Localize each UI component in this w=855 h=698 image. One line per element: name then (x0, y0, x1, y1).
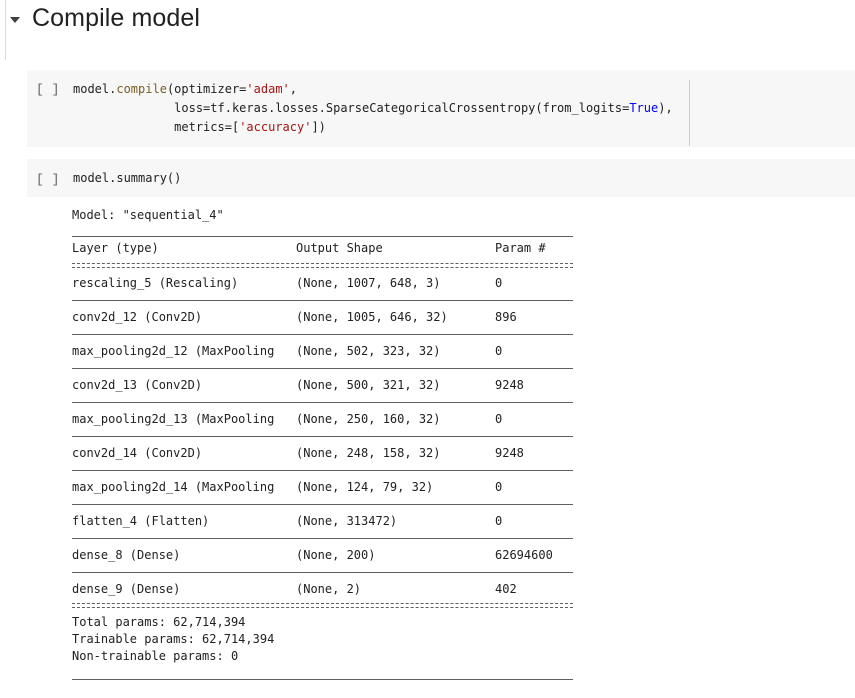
non-trainable-params: Non-trainable params: 0 (72, 649, 239, 663)
code-line: model.summary() (73, 171, 182, 185)
table-row: rescaling_5 (Rescaling) (None, 1007, 648,… (72, 275, 573, 291)
table-row: max_pooling2d_13 (MaxPooling (None, 250, … (72, 411, 573, 427)
cell-shape: (None, 200) (296, 548, 376, 562)
cell-layer: dense_9 (Dense) (72, 582, 181, 596)
cell-param: 0 (495, 344, 503, 358)
cell-layer: max_pooling2d_13 (MaxPooling (72, 412, 275, 426)
cell-shape: (None, 502, 323, 32) (296, 344, 441, 358)
cell-param: 9248 (495, 378, 524, 392)
table-row: conv2d_14 (Conv2D) (None, 248, 158, 32) 92… (72, 445, 573, 461)
row-separator (72, 300, 573, 301)
editor-ruler (689, 80, 690, 146)
row-separator (72, 402, 573, 403)
cell-shape: (None, 2) (296, 582, 362, 596)
cell-shape: (None, 124, 79, 32) (296, 480, 434, 494)
cell-shape: (None, 1007, 648, 3) (296, 276, 441, 290)
row-separator (72, 504, 573, 505)
cell-layer: rescaling_5 (Rescaling) (72, 276, 239, 290)
cell-layer: conv2d_14 (Conv2D) (72, 446, 203, 460)
code-line: loss=tf.keras.losses.SparseCategoricalCr… (174, 101, 673, 115)
row-separator (72, 334, 573, 335)
collapse-caret-icon[interactable] (10, 16, 20, 23)
row-separator (72, 572, 573, 573)
header-param: Param # (495, 241, 546, 255)
header-double-rule (72, 263, 573, 268)
cell-param: 0 (495, 412, 503, 426)
table-row: max_pooling2d_14 (MaxPooling (None, 124, … (72, 479, 573, 495)
section-title: Compile model (32, 4, 201, 32)
code-cell-summary[interactable]: [ ] model.summary() (27, 159, 855, 197)
code-line: metrics=['accuracy']) (174, 120, 326, 134)
section-header[interactable]: Compile model (10, 4, 200, 33)
run-cell-button[interactable]: [ ] (36, 82, 60, 97)
cell-param: 402 (495, 582, 517, 596)
cell-shape: (None, 1005, 646, 32) (296, 310, 448, 324)
cell-layer: flatten_4 (Flatten) (72, 514, 210, 528)
code-line: model.compile(optimizer='adam', (73, 82, 298, 96)
model-name-line: Model: "sequential_4" (72, 208, 224, 222)
cell-param: 9248 (495, 446, 524, 460)
header-layer: Layer (type) (72, 241, 159, 255)
cell-layer: conv2d_12 (Conv2D) (72, 310, 203, 324)
table-header-row: Layer (type) Output Shape Param # (72, 240, 573, 256)
row-separator (72, 436, 573, 437)
table-row: dense_9 (Dense) (None, 2) 402 (72, 581, 573, 597)
trainable-params: Trainable params: 62,714,394 (72, 632, 275, 646)
table-row: dense_8 (Dense) (None, 200) 62694600 (72, 547, 573, 563)
cell-shape: (None, 313472) (296, 514, 398, 528)
code-editor[interactable]: model.summary() (73, 169, 181, 188)
cell-shape: (None, 248, 158, 32) (296, 446, 441, 460)
cell-layer: max_pooling2d_12 (MaxPooling (72, 344, 275, 358)
footer-double-rule (72, 603, 573, 608)
cell-param: 896 (495, 310, 517, 324)
table-row: conv2d_13 (Conv2D) (None, 500, 321, 32) 92… (72, 377, 573, 393)
row-separator (72, 368, 573, 369)
header-shape: Output Shape (296, 241, 383, 255)
table-bottom-rule (72, 679, 573, 680)
cell-shape: (None, 500, 321, 32) (296, 378, 441, 392)
cell-param: 0 (495, 514, 503, 528)
total-params: Total params: 62,714,394 (72, 615, 246, 629)
cell-param: 62694600 (495, 548, 553, 562)
code-cell-compile[interactable]: [ ] model.compile(optimizer='adam', loss… (27, 70, 855, 147)
table-row: flatten_4 (Flatten) (None, 313472) 0 (72, 513, 573, 529)
cell-layer: conv2d_13 (Conv2D) (72, 378, 203, 392)
cell-param: 0 (495, 480, 503, 494)
cell-param: 0 (495, 276, 503, 290)
table-top-rule (72, 236, 573, 237)
section-left-rule (5, 0, 6, 60)
cell-shape: (None, 250, 160, 32) (296, 412, 441, 426)
code-editor[interactable]: model.compile(optimizer='adam', loss=tf.… (73, 80, 673, 137)
table-row: conv2d_12 (Conv2D) (None, 1005, 646, 32) 8… (72, 309, 573, 325)
row-separator (72, 470, 573, 471)
cell-layer: max_pooling2d_14 (MaxPooling (72, 480, 275, 494)
cell-layer: dense_8 (Dense) (72, 548, 181, 562)
row-separator (72, 538, 573, 539)
table-row: max_pooling2d_12 (MaxPooling (None, 502, … (72, 343, 573, 359)
run-cell-button[interactable]: [ ] (36, 172, 60, 187)
